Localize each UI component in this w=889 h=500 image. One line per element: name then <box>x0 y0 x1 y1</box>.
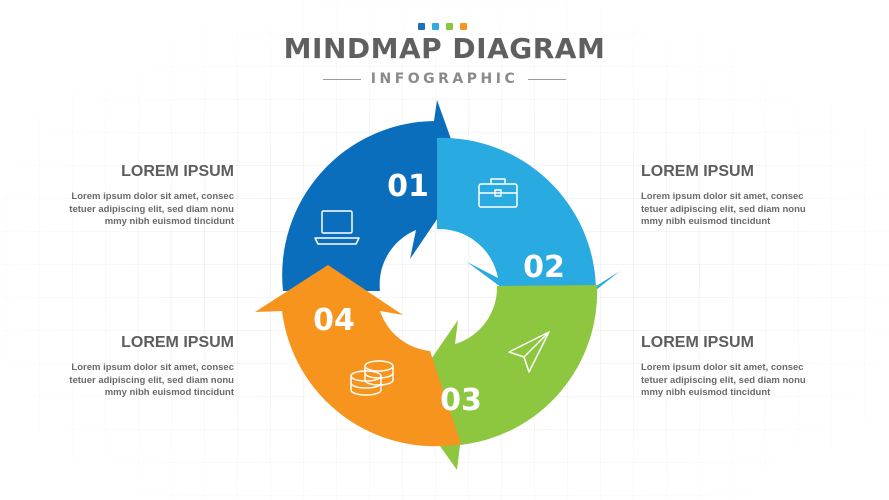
block-line: tetuer adipiscing elit, sed diam nonu <box>641 203 806 215</box>
header-dots <box>418 23 467 30</box>
laptop-icon <box>314 210 360 245</box>
block-heading: LOREM IPSUM <box>121 334 234 351</box>
block-body: Lorem ipsum dolor sit amet, consec tetue… <box>64 362 234 400</box>
step-number-04: 04 <box>313 303 355 338</box>
text-block-top-right: LOREM IPSUM Lorem ipsum dolor sit amet, … <box>641 163 811 229</box>
block-heading: LOREM IPSUM <box>121 163 234 180</box>
block-heading: LOREM IPSUM <box>641 334 754 351</box>
block-line: tetuer adipiscing elit, sed diam nonu <box>641 374 806 386</box>
block-line: mmy nibh euismod tincidunt <box>104 387 234 398</box>
block-line: tetuer adipiscing elit, sed diam nonu <box>69 374 234 386</box>
block-line: Lorem ipsum dolor sit amet, consec <box>641 191 804 202</box>
page-subtitle: INFOGRAPHIC <box>370 71 519 87</box>
segment-04 <box>255 265 461 447</box>
paper-plane-icon <box>508 331 550 373</box>
briefcase-icon <box>478 178 518 208</box>
subtitle-rule-left <box>322 78 361 80</box>
text-block-bottom-left: LOREM IPSUM Lorem ipsum dolor sit amet, … <box>64 334 234 400</box>
step-number-02: 02 <box>523 250 565 285</box>
text-block-top-left: LOREM IPSUM Lorem ipsum dolor sit amet, … <box>64 163 234 229</box>
header-dot-4 <box>460 23 467 30</box>
text-block-bottom-right: LOREM IPSUM Lorem ipsum dolor sit amet, … <box>641 334 811 400</box>
block-body: Lorem ipsum dolor sit amet, consec tetue… <box>641 191 811 229</box>
block-line: tetuer adipiscing elit, sed diam nonu <box>69 203 234 215</box>
step-number-01: 01 <box>387 169 429 204</box>
header-dot-3 <box>446 23 453 30</box>
block-body: Lorem ipsum dolor sit amet, consec tetue… <box>641 362 811 400</box>
block-heading: LOREM IPSUM <box>641 163 754 180</box>
block-line: mmy nibh euismod tincidunt <box>641 216 771 227</box>
block-line: Lorem ipsum dolor sit amet, consec <box>71 191 234 202</box>
block-line: Lorem ipsum dolor sit amet, consec <box>71 362 234 373</box>
subtitle-row: INFOGRAPHIC <box>0 71 889 87</box>
block-line: Lorem ipsum dolor sit amet, consec <box>641 362 804 373</box>
header-dot-2 <box>432 23 439 30</box>
subtitle-rule-right <box>528 78 567 80</box>
step-number-03: 03 <box>440 383 482 418</box>
block-body: Lorem ipsum dolor sit amet, consec tetue… <box>64 191 234 229</box>
block-line: mmy nibh euismod tincidunt <box>104 216 234 227</box>
block-line: mmy nibh euismod tincidunt <box>641 387 771 398</box>
header-dot-1 <box>418 23 425 30</box>
coins-icon <box>350 360 394 396</box>
segment-02 <box>437 137 620 319</box>
page-title: MINDMAP DIAGRAM <box>283 32 606 65</box>
